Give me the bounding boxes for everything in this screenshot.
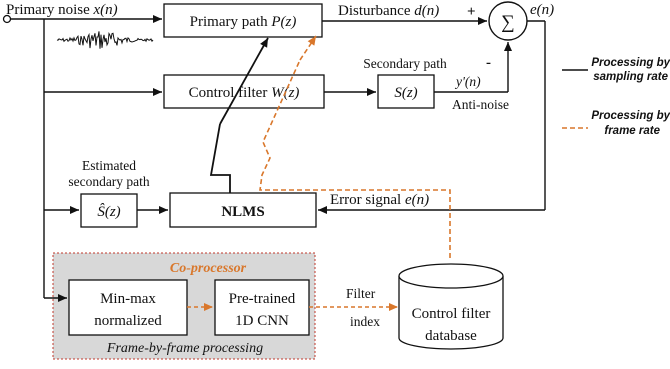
estimated-path-var: Ŝ(z) <box>97 203 120 220</box>
sum-symbol: ∑ <box>501 12 515 33</box>
adaptation-arrow <box>219 37 269 125</box>
legend-sampling-line1: Processing by <box>591 57 670 69</box>
minmax-block <box>68 279 188 336</box>
coprocessor-title: Co-processor <box>170 261 247 276</box>
legend-frame-line1: Processing by <box>591 110 670 122</box>
noise-waveform-icon <box>56 31 154 49</box>
secondary-path-block <box>377 74 435 109</box>
minmax-line1: Min-max <box>100 291 156 307</box>
cnn-line2: 1D CNN <box>235 313 289 329</box>
estimated-path-title-1: Estimated <box>82 158 136 173</box>
legend-frame-line2: frame rate <box>604 125 660 137</box>
estimated-path-title-2: secondary path <box>68 174 150 189</box>
secondary-path-title: Secondary path <box>363 56 447 71</box>
database-line2: database <box>425 328 477 344</box>
nlms-block <box>169 192 317 228</box>
cnn-block <box>214 279 310 336</box>
nlms-update-path <box>209 123 231 193</box>
estimated-path-block <box>80 193 138 228</box>
sum-plus-sign: + <box>467 4 476 20</box>
sum-minus-sign: - <box>486 55 491 71</box>
primary-path-block <box>163 3 323 38</box>
database-line1: Control filter <box>412 306 491 322</box>
control-filter-label: Control filter W(z) <box>189 85 300 101</box>
nlms-label: NLMS <box>221 204 264 220</box>
secondary-path-var: S(z) <box>394 85 417 101</box>
error-signal-label: Error signal e(n) <box>330 192 429 208</box>
filter-index-line1: Filter <box>346 286 376 301</box>
filter-selection-path <box>259 59 451 258</box>
anti-noise-var: y'(n) <box>454 74 481 89</box>
control-filter-database <box>398 263 504 350</box>
cnn-line1: Pre-trained <box>229 291 296 307</box>
primary-noise-terminal <box>2 14 12 24</box>
filter-index-line2: index <box>350 314 380 329</box>
anti-noise-label: Anti-noise <box>452 97 509 112</box>
disturbance-label: Disturbance d(n) <box>338 3 439 19</box>
coprocessor-caption: Frame-by-frame processing <box>106 341 263 356</box>
minmax-line2: normalized <box>94 313 162 329</box>
primary-path-label: Primary path P(z) <box>190 14 297 30</box>
filter-selection-arrow <box>299 35 317 61</box>
error-output-label: e(n) <box>530 2 554 18</box>
legend-sampling-line2: sampling rate <box>593 71 668 83</box>
primary-noise-label: Primary noise x(n) <box>6 2 118 18</box>
